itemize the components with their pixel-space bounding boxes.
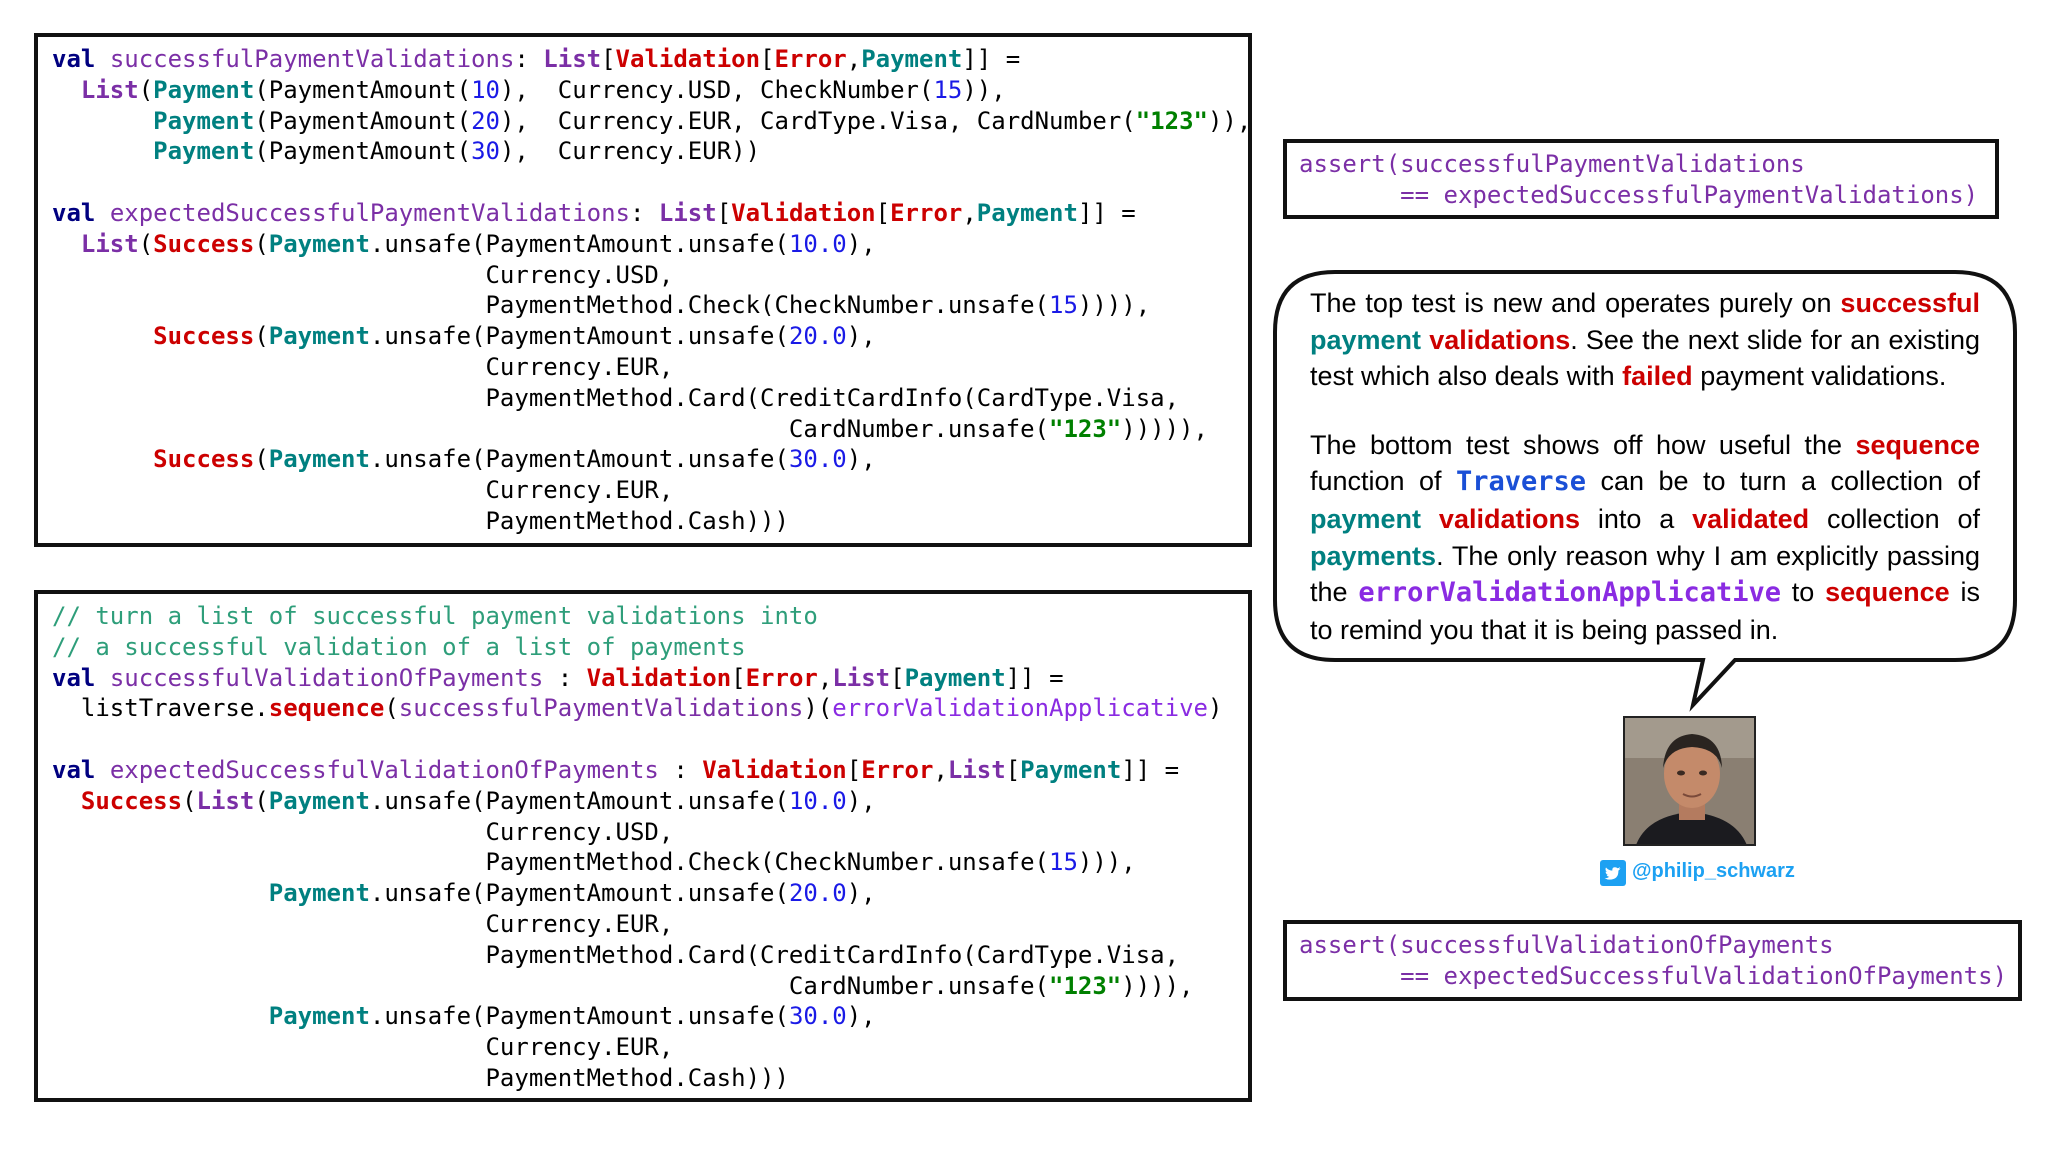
twitter-icon — [1600, 860, 1626, 886]
code-box-successful-validation-of-payments: // turn a list of successful payment val… — [34, 590, 1252, 1102]
assert-top-line1: assert(successfulPaymentValidations — [1299, 150, 1805, 178]
code-block-successful-payment-validations: val successfulPaymentValidations: List[V… — [52, 45, 1252, 535]
author-avatar — [1623, 716, 1756, 846]
bubble-paragraph-2: The bottom test shows off how useful the… — [1310, 429, 1980, 645]
assert-bottom-line1: assert(successfulValidationOfPayments — [1299, 931, 1834, 959]
assert-box-bottom: assert(successfulValidationOfPayments ==… — [1283, 920, 2022, 1001]
author-handle[interactable]: @philip_schwarz — [1632, 860, 1795, 882]
code-block-successful-validation-of-payments: // turn a list of successful payment val… — [52, 602, 1223, 1092]
speech-bubble-text: The top test is new and operates purely … — [1310, 285, 1980, 648]
avatar-image — [1625, 718, 1754, 844]
code-box-successful-payment-validations: val successfulPaymentValidations: List[V… — [34, 33, 1252, 547]
assert-box-top: assert(successfulPaymentValidations == e… — [1283, 139, 1999, 219]
assert-top-line2: == expectedSuccessfulPaymentValidations) — [1299, 181, 1979, 209]
assert-bottom-line2: == expectedSuccessfulValidationOfPayment… — [1299, 962, 2008, 990]
bubble-paragraph-1: The top test is new and operates purely … — [1310, 288, 1980, 392]
